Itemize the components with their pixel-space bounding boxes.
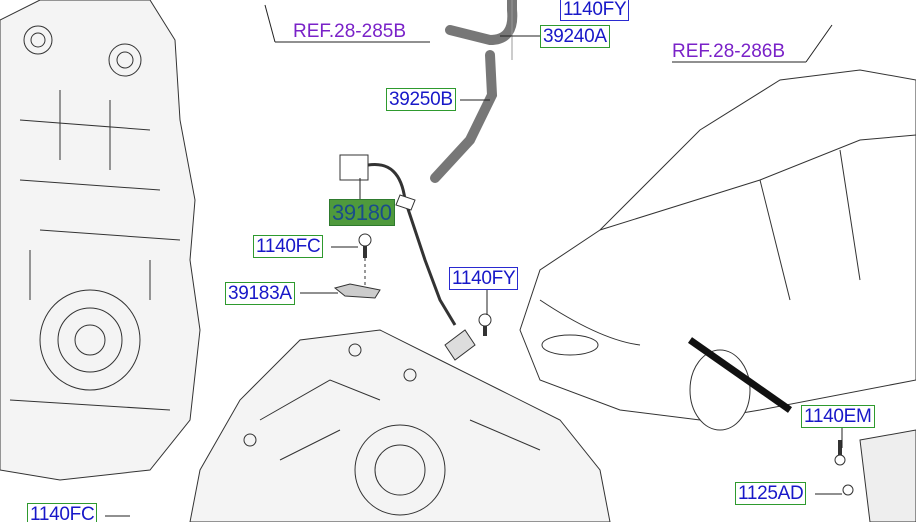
part-label-1140fc[interactable]: 1140FC <box>253 235 324 258</box>
reference-label-28-285b[interactable]: REF.28-285B <box>293 21 407 42</box>
part-label-39250b[interactable]: 39250B <box>386 88 456 111</box>
engine-block-drawing <box>0 0 201 481</box>
transmission-drawing <box>189 329 611 522</box>
part-label-39240a[interactable]: 39240A <box>540 25 610 48</box>
sensor-wire-drawing <box>333 154 492 361</box>
bracket-drawing <box>834 429 916 522</box>
part-label-1125ad[interactable]: 1125AD <box>735 482 807 505</box>
hose-drawing <box>430 0 518 183</box>
part-label-1140fy-top[interactable]: 1140FY <box>560 0 630 21</box>
car-drawing <box>519 69 916 431</box>
part-label-1140em[interactable]: 1140EM <box>801 405 875 428</box>
part-label-1140fc-bottom[interactable]: 1140FC <box>27 503 98 522</box>
reference-label-28-286b[interactable]: REF.28-286B <box>672 41 786 62</box>
part-label-1140fy[interactable]: 1140FY <box>449 267 519 290</box>
part-label-39180-selected[interactable]: 39180 <box>329 199 395 226</box>
leader-lines <box>105 4 843 517</box>
part-label-39183a[interactable]: 39183A <box>225 282 295 305</box>
